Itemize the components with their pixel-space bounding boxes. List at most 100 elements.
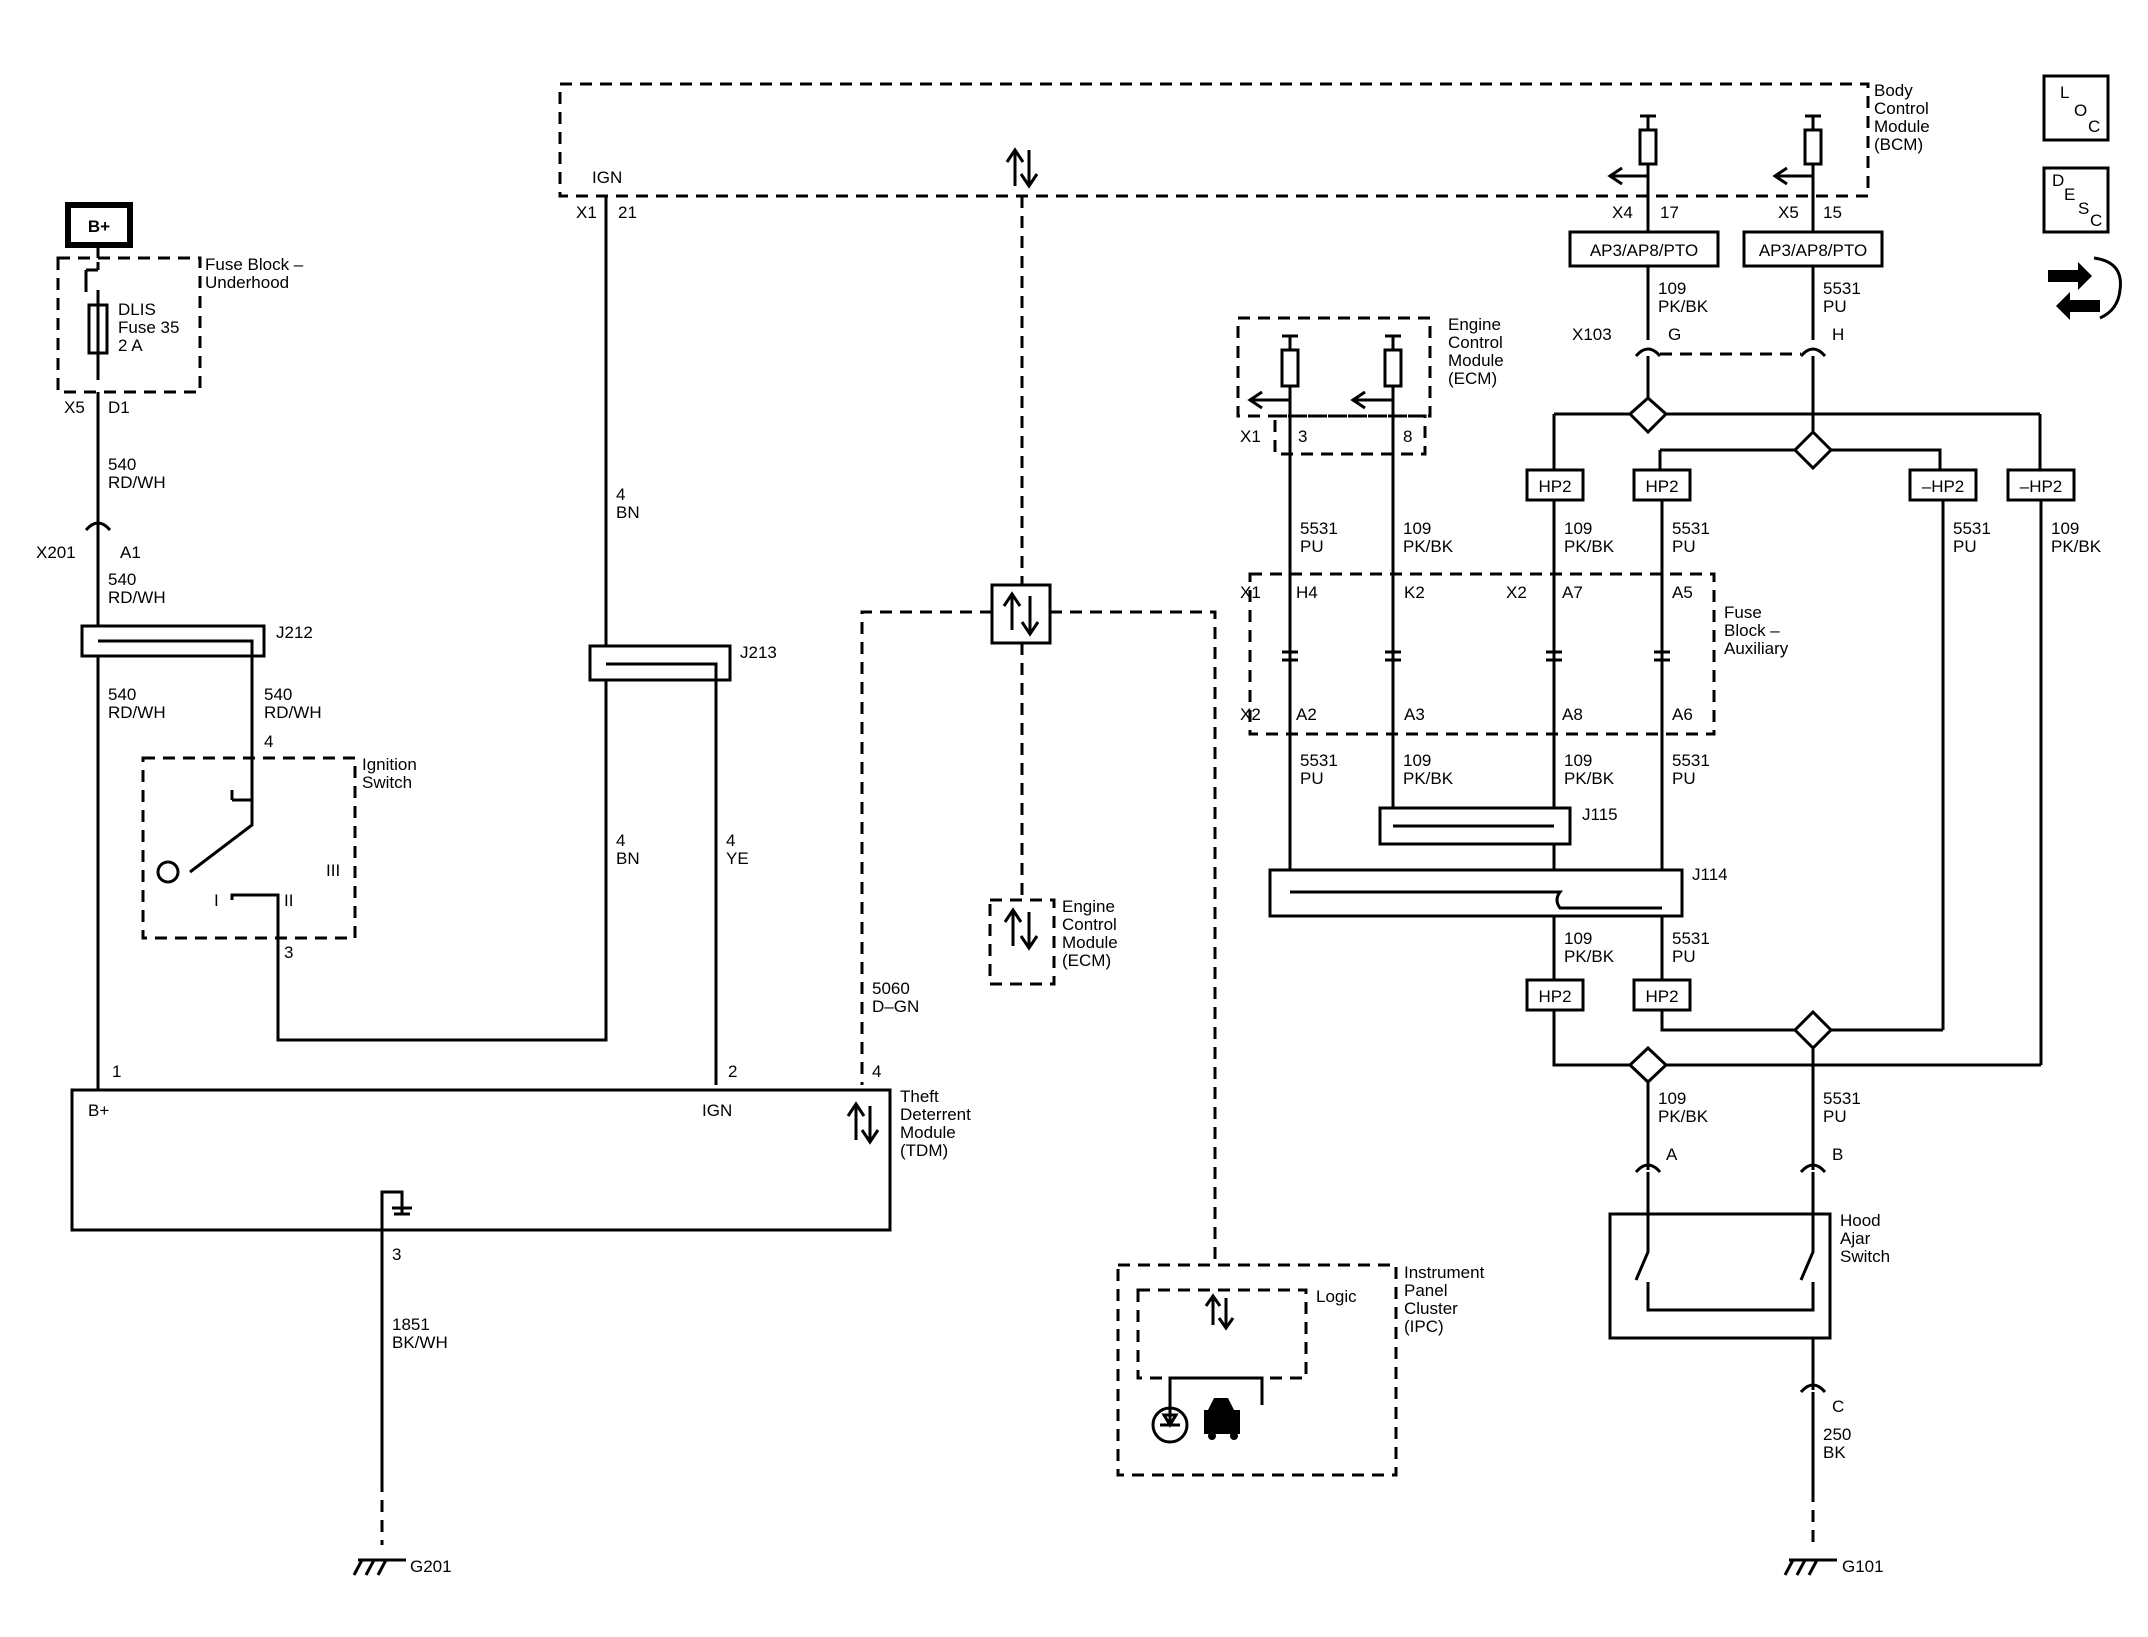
bcm-pin17: 17 (1660, 203, 1679, 222)
option-hp2-2 (1632, 468, 1692, 502)
ipc-logic-label: Logic (1316, 1287, 1357, 1306)
options-hp2-text: HP2 (1538, 477, 1571, 496)
hood-conn-b (1799, 1163, 1827, 1174)
aux-a7: A7 (1562, 583, 1583, 602)
engine-control-module (1236, 316, 1432, 418)
tdm-pin4: 4 (872, 1062, 881, 1081)
ecm-pin8: 8 (1403, 427, 1412, 446)
svg-text:O: O (2074, 101, 2087, 120)
ecm-driver-1 (1247, 334, 1300, 410)
tdm-pin1: 1 (112, 1062, 121, 1081)
ecm-pin3: 3 (1298, 427, 1307, 446)
option-ap-left (1568, 230, 1720, 268)
options-hp2-text: HP2 (1645, 477, 1678, 496)
aux-x2-top: X2 (1506, 583, 1527, 602)
option-splice-4 (1627, 1045, 1669, 1085)
hood-pin-a: A (1666, 1145, 1678, 1164)
ign-pos-ii: II (284, 891, 293, 910)
svg-text:S: S (2078, 199, 2089, 218)
option-splice-1 (1627, 395, 1669, 435)
aux-x2-bottom: X2 (1240, 705, 1261, 724)
ipc-logic-block (1136, 1288, 1308, 1380)
x201-connector (84, 521, 112, 532)
aux-a6: A6 (1672, 705, 1693, 724)
j212-label: J212 (276, 623, 313, 642)
ecm-driver-2 (1350, 334, 1403, 410)
battery-terminal: B+ (65, 202, 133, 248)
bcm-pin21: 21 (618, 203, 637, 222)
ecm-x1: X1 (1240, 427, 1261, 446)
bcm-pin15: 15 (1823, 203, 1842, 222)
desc-button[interactable]: D E S C (2042, 166, 2110, 234)
aux-k2: K2 (1404, 583, 1425, 602)
bcm-driver-x5 (1772, 114, 1823, 240)
x103-h-connector (1799, 347, 1827, 358)
ign-switch-pin4: 4 (264, 732, 273, 751)
bcm-x1: X1 (576, 203, 597, 222)
ground-g101: G101 (1783, 1557, 1884, 1576)
pin-d1: D1 (108, 398, 130, 417)
j213-label: J213 (740, 643, 777, 662)
hood-pin-b: B (1832, 1145, 1843, 1164)
hood-ajar-switch (1608, 1212, 1832, 1340)
bcm-driver-x4 (1607, 114, 1658, 240)
serial-data-icon (1005, 147, 1039, 189)
svg-text:C: C (2088, 117, 2100, 136)
x103-g-connector (1634, 347, 1662, 358)
aux-a2: A2 (1296, 705, 1317, 724)
connector-end-view-icon[interactable] (2048, 256, 2122, 320)
aux-a8: A8 (1562, 705, 1583, 724)
bplus-label: B+ (88, 217, 110, 236)
grounds-g101-text: G101 (1842, 1557, 1884, 1576)
option-splice-2 (1792, 429, 1834, 471)
fuse-block-underhood-label: Fuse Block –Underhood (205, 255, 304, 292)
options-nhp2-text: –HP2 (1922, 477, 1965, 496)
fuse-block-auxiliary (1248, 572, 1716, 736)
conn-x5-underhood: X5 (64, 398, 85, 417)
option-hp2-1 (1525, 468, 1585, 502)
svg-text:D: D (2052, 171, 2064, 190)
ign-pos-i: I (214, 891, 219, 910)
tdm-pin3: 3 (392, 1245, 401, 1264)
svg-text:E: E (2064, 185, 2075, 204)
pin-h: H (1832, 325, 1844, 344)
options-hp2-text: HP2 (1538, 987, 1571, 1006)
loc-button[interactable]: L O C (2042, 74, 2110, 142)
hood-conn-c (1799, 1383, 1827, 1394)
tdm-pin2: 2 (728, 1062, 737, 1081)
svg-text:C: C (2090, 211, 2102, 230)
option-ap-right-label: AP3/AP8/PTO (1759, 241, 1867, 260)
pin-a1: A1 (120, 543, 141, 562)
pin-g: G (1668, 325, 1681, 344)
grounds-g201-text: G201 (410, 1557, 452, 1576)
ign-switch-pin3: 3 (284, 943, 293, 962)
theft-deterrent-module (70, 1088, 892, 1232)
body-control-module (558, 82, 1870, 198)
